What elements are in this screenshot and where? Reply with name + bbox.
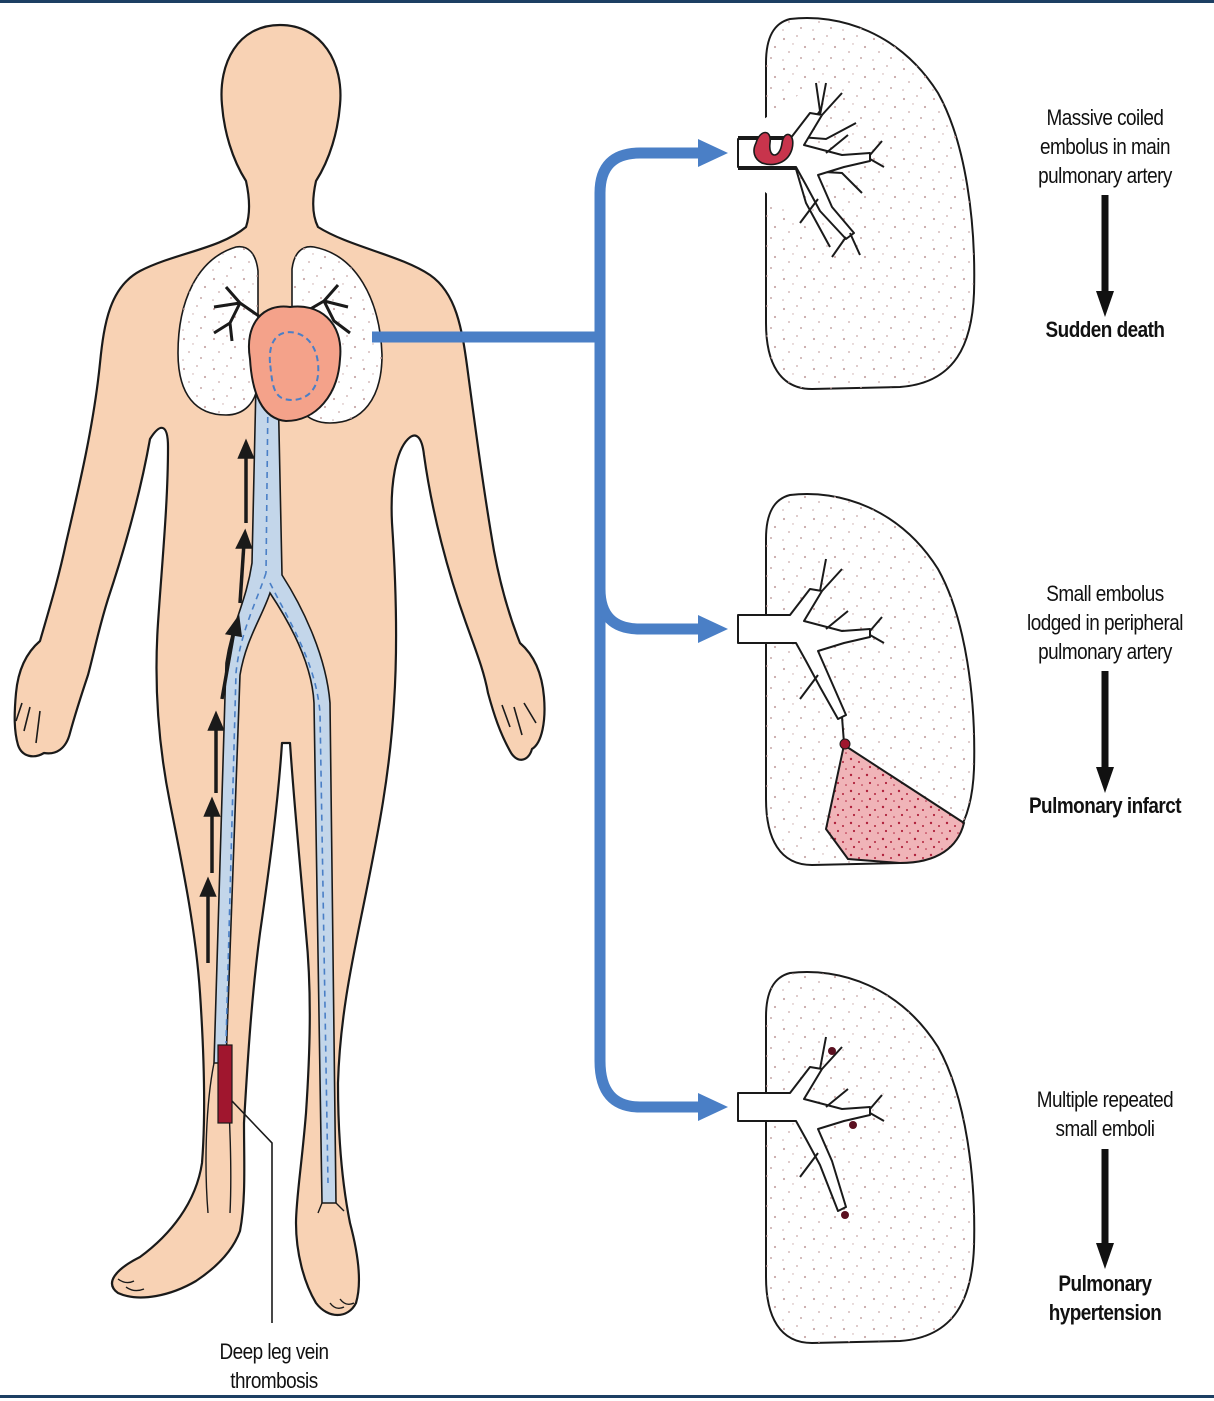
massive-cause-line-2: embolus in main bbox=[1002, 132, 1208, 161]
massive-cause-line-3: pulmonary artery bbox=[1002, 161, 1208, 190]
small-cause-line-1: Small embolus bbox=[1002, 579, 1208, 608]
hypertension-line-1: Pulmonary bbox=[1002, 1269, 1208, 1298]
small-embolus bbox=[840, 739, 850, 749]
massive-cause-line-1: Massive coiled bbox=[1002, 103, 1208, 132]
human-body bbox=[15, 25, 545, 1315]
massive-embolus-label: Massive coiled embolus in main pulmonary… bbox=[1002, 103, 1208, 190]
multiple-emboli-label: Multiple repeated small emboli bbox=[1002, 1085, 1208, 1143]
body-silhouette bbox=[15, 25, 545, 1315]
diagram-canvas bbox=[0, 3, 1214, 1401]
lung-massive-embolus bbox=[738, 18, 974, 389]
multiple-cause-line-1: Multiple repeated bbox=[1002, 1085, 1208, 1114]
dvt-label: Deep leg vein thrombosis bbox=[188, 1337, 360, 1395]
hypertension-line-2: hypertension bbox=[1002, 1298, 1208, 1327]
lung-multiple-emboli bbox=[738, 972, 974, 1343]
leg-thrombus bbox=[218, 1045, 232, 1123]
small-embolus-label: Small embolus lodged in peripheral pulmo… bbox=[1002, 579, 1208, 666]
lung-small-embolus bbox=[738, 494, 974, 865]
pulmonary-hypertension-label: Pulmonary hypertension bbox=[1002, 1269, 1208, 1327]
pulmonary-infarct-label: Pulmonary infarct bbox=[1002, 791, 1208, 820]
flow-arrowheads bbox=[698, 139, 728, 1121]
sudden-death-label: Sudden death bbox=[1002, 315, 1208, 344]
multiple-cause-line-2: small emboli bbox=[1002, 1114, 1208, 1143]
dvt-label-line-1: Deep leg vein bbox=[188, 1337, 360, 1366]
small-cause-line-2: lodged in peripheral bbox=[1002, 608, 1208, 637]
small-cause-line-3: pulmonary artery bbox=[1002, 637, 1208, 666]
dvt-label-line-2: thrombosis bbox=[188, 1366, 360, 1395]
